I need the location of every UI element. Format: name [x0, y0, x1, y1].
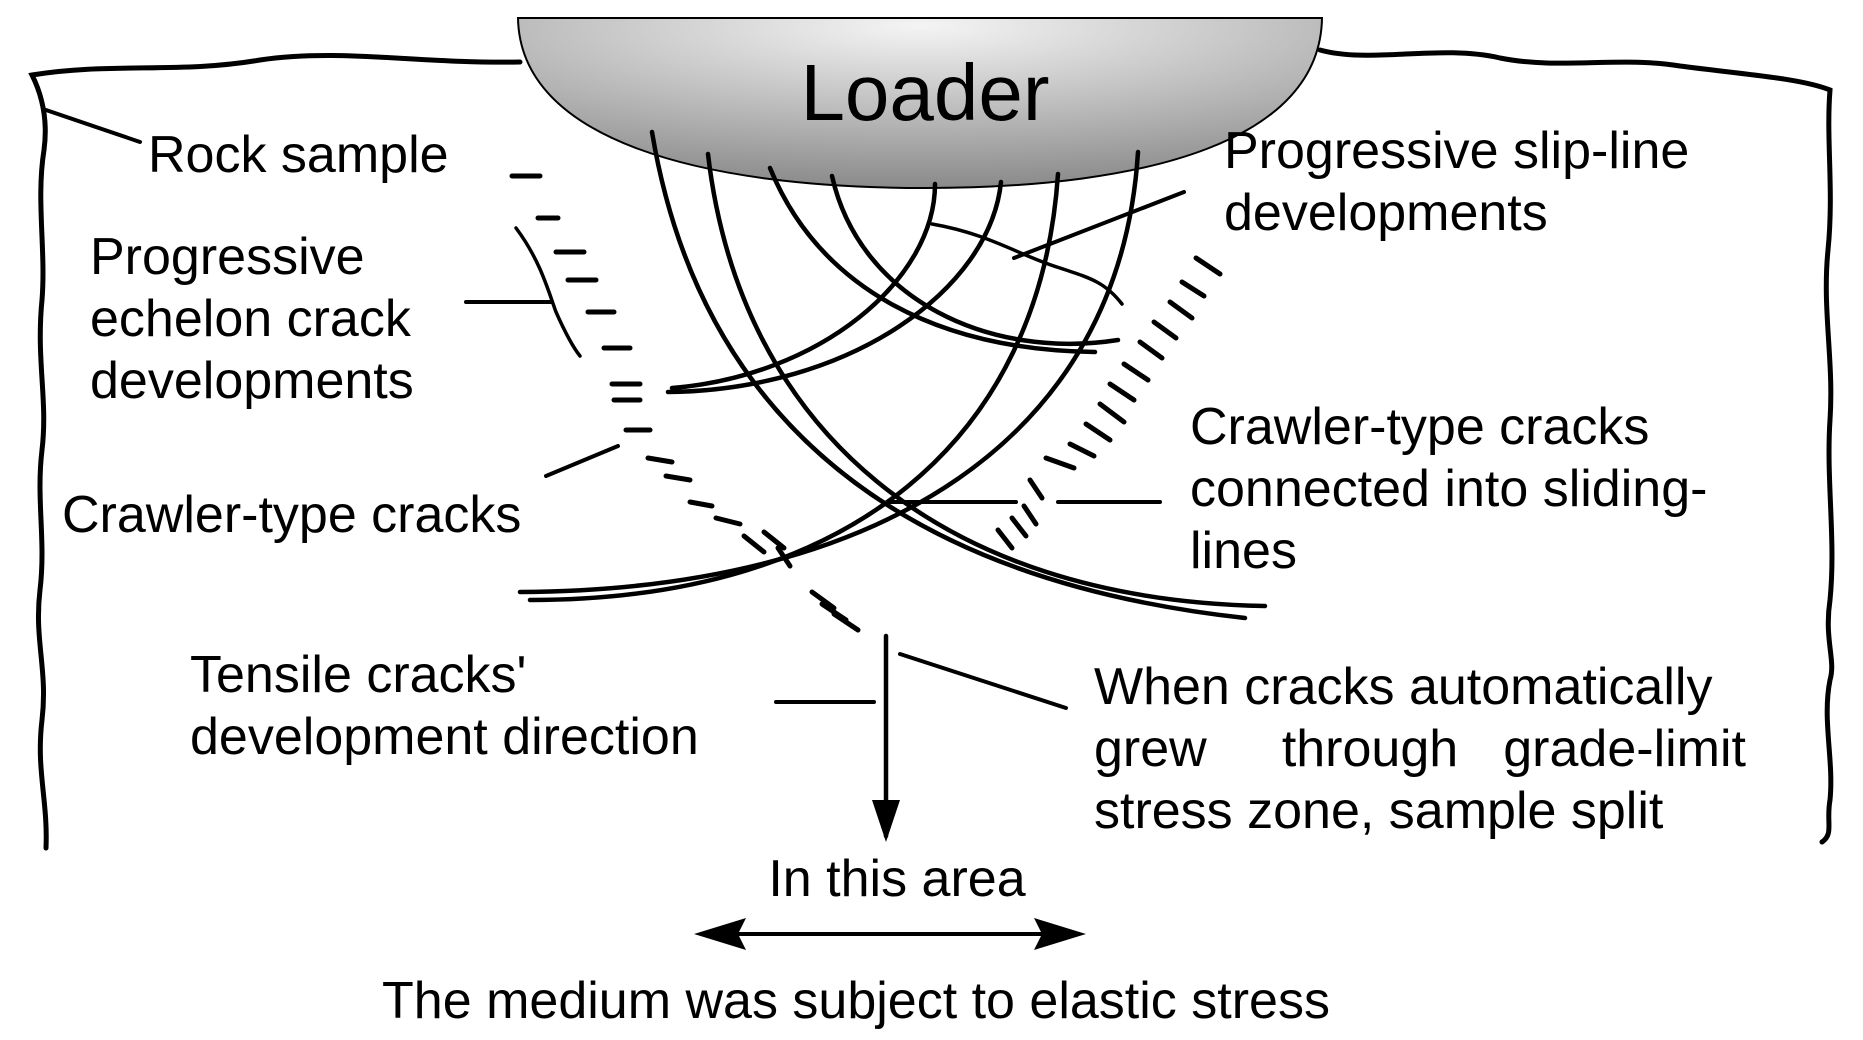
crawler-crack	[1121, 361, 1151, 383]
crawler-crack	[1107, 381, 1137, 403]
crawler-crack	[1021, 503, 1039, 527]
slip-arc	[665, 179, 1004, 395]
echelon-crack	[831, 611, 861, 633]
crawler-crack	[1193, 255, 1223, 277]
echelon-label-line3: developments	[90, 352, 414, 410]
echelon-crack	[687, 499, 715, 509]
loader-label: Loader	[800, 48, 1049, 137]
slip-arc	[517, 149, 1141, 595]
loader-body	[516, 17, 1324, 190]
crawler-crack	[995, 527, 1015, 551]
slipline-label-line1: Progressive slip-line	[1224, 122, 1689, 180]
leader-slipline	[1012, 190, 1186, 260]
crawler-crack	[1151, 319, 1179, 341]
crawler-crack	[1027, 477, 1045, 501]
echelon-crack	[713, 515, 743, 527]
echelon-crack-trace	[514, 226, 582, 358]
leader-rock-sample	[44, 108, 142, 144]
crawler-crack	[1097, 401, 1127, 425]
crawler-right-label-line2: connected into sliding-	[1190, 460, 1707, 518]
area-arrowhead-left	[694, 918, 746, 950]
crawler-cracks-right	[995, 255, 1223, 551]
crawler-crack	[1167, 299, 1195, 321]
tensile-label-line1: Tensile cracks'	[190, 646, 526, 704]
crawler-crack	[1137, 339, 1165, 361]
echelon-crack	[663, 473, 693, 483]
echelon-crack	[761, 529, 787, 551]
leader-crawler-left	[544, 444, 620, 478]
crawler-crack	[1009, 515, 1029, 539]
split-label-line1: When cracks automatically	[1094, 658, 1712, 716]
slip-arcs-left	[649, 129, 1268, 621]
echelon-crack	[809, 589, 837, 611]
echelon-label-line2: echelon crack	[90, 290, 412, 348]
slip-arc	[767, 165, 1098, 355]
echelon-crack	[645, 455, 675, 465]
elastic-stress-label: The medium was subject to elastic stress	[382, 972, 1330, 1030]
crawler-crack	[1067, 441, 1097, 459]
split-label-line2-a: grew	[1094, 720, 1207, 778]
slip-arc	[829, 173, 1121, 346]
crawler-right-label-line3: lines	[1190, 522, 1297, 580]
echelon-crack	[741, 533, 767, 555]
slip-arc	[705, 151, 1268, 609]
slip-arc	[527, 171, 1061, 603]
leader-split	[898, 652, 1068, 710]
echelon-cracks	[509, 173, 861, 633]
crawler-crack	[1083, 421, 1113, 443]
slip-arc	[649, 129, 1248, 621]
leader-lines	[44, 108, 1186, 710]
area-arrowhead-right	[1034, 918, 1086, 950]
slip-arc	[669, 181, 938, 391]
tensile-arrowhead	[872, 800, 900, 842]
slipline-label-line2: developments	[1224, 184, 1548, 242]
split-label-line2-c: grade-limit	[1503, 720, 1746, 778]
echelon-label-line1: Progressive	[90, 228, 365, 286]
rock-sample-outline	[28, 47, 1835, 851]
split-label-line3: stress zone, sample split	[1094, 782, 1664, 840]
slip-arcs-right	[517, 149, 1141, 603]
rock-sample-label: Rock sample	[148, 126, 449, 184]
tensile-label-line2: development direction	[190, 708, 699, 766]
crawler-crack	[1043, 455, 1077, 471]
split-label-line2-b: through	[1282, 720, 1458, 778]
echelon-crack	[775, 545, 793, 569]
slip-line-crack-trace	[930, 222, 1124, 306]
crawler-right-label-line1: Crawler-type cracks	[1190, 398, 1649, 456]
area-label: In this area	[768, 850, 1025, 908]
crawler-left-label: Crawler-type cracks	[62, 486, 521, 544]
crawler-crack	[1179, 279, 1207, 299]
